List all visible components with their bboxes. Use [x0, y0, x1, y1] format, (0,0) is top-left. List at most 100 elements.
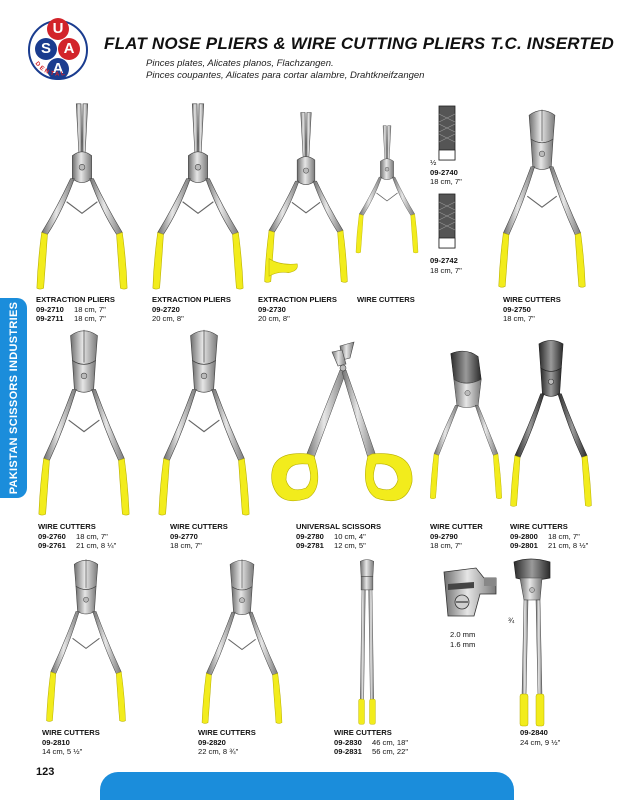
product-code: 09-2831	[334, 747, 362, 756]
product-name: UNIVERSAL SCISSORS	[296, 522, 382, 531]
scale-label: ½	[430, 158, 437, 167]
product-caption: WIRE CUTTERS	[357, 295, 415, 305]
scale-label: ¾	[508, 616, 515, 625]
product-row: 09-2710 18 cm, 7"	[36, 305, 115, 315]
product-caption: EXTRACTION PLIERS 09-2720 20 cm, 8"	[152, 295, 231, 324]
product-image-09-2730	[262, 102, 350, 292]
product-caption: 09-2840 24 cm, 9 ½"	[520, 728, 560, 747]
subtitle-line: Pinces coupantes, Alicates para cortar a…	[146, 69, 425, 81]
product-image-wire-cutters	[354, 104, 420, 274]
product-code: 09-2760	[38, 531, 66, 541]
product-code: 09-2761	[38, 541, 66, 550]
product-size: 22 cm, 8 ¾"	[198, 747, 239, 756]
product-caption: WIRE CUTTERS 09-2750 18 cm, 7"	[503, 295, 561, 324]
product-code: 09-2781	[296, 541, 324, 550]
logo-letter: A	[58, 38, 80, 60]
product-code: 09-2750	[503, 304, 531, 314]
product-code: 09-2820	[198, 737, 226, 747]
dimension-caption: 2.0 mm 1.6 mm	[450, 630, 475, 649]
product-name: WIRE CUTTERS	[170, 522, 228, 531]
product-name: WIRE CUTTERS	[357, 295, 415, 304]
side-tab: PAKISTAN SCISSORS INDUSTRIES	[0, 298, 27, 498]
product-size: 18 cm, 7"	[74, 304, 106, 314]
logo-ring-text: DENTAL	[34, 61, 68, 78]
product-size: 18 cm, 7"	[430, 541, 462, 550]
product-size: 24 cm, 9 ½"	[520, 737, 561, 747]
side-tab-label: PAKISTAN SCISSORS INDUSTRIES	[7, 301, 20, 495]
logo-letter: S	[35, 38, 57, 60]
product-code: 09-2801	[510, 541, 538, 550]
product-image-09-2830	[348, 558, 386, 726]
product-caption: WIRE CUTTERS 09-2830 46 cm, 18" 09-2831 56…	[334, 728, 408, 757]
product-name: EXTRACTION PLIERS	[258, 295, 337, 304]
product-code: 09-2800	[510, 531, 538, 541]
page-subtitle: Pinces plates, Alicates planos, Flachzan…	[146, 58, 424, 81]
product-code: 09-2730	[258, 304, 286, 314]
svg-text:DENTAL: DENTAL	[34, 61, 68, 78]
scale-caption: ¾	[508, 616, 514, 626]
product-size: 10 cm, 4"	[334, 531, 366, 541]
product-size: 18 cm, 7"	[548, 531, 580, 541]
product-code: 09-2740	[430, 167, 458, 177]
product-code: 09-2840	[520, 728, 548, 737]
product-size: 18 cm, 7"	[430, 177, 462, 186]
product-caption: WIRE CUTTERS 09-2770 18 cm, 7"	[170, 522, 228, 551]
product-image-09-2800	[508, 328, 594, 518]
product-code: 09-2711	[36, 314, 64, 323]
usa-dental-logo: U S A A DENTAL	[22, 14, 94, 86]
product-size: 12 cm, 5"	[334, 541, 366, 550]
product-image-09-2780	[268, 338, 418, 514]
product-size: 18 cm, 7"	[503, 314, 535, 323]
product-image-09-2790	[428, 332, 504, 518]
product-size: 46 cm, 18"	[372, 737, 409, 747]
product-image-09-2742	[436, 192, 458, 250]
page-title: FLAT NOSE PLIERS & WIRE CUTTING PLIERS T…	[104, 34, 615, 53]
product-row: 09-2761 21 cm, 8 ¼"	[38, 541, 116, 551]
product-code: 09-2742	[430, 256, 458, 265]
product-image-09-2760	[36, 326, 132, 518]
product-row: 09-2711 18 cm, 7"	[36, 314, 115, 324]
product-row: 09-2800 18 cm, 7"	[510, 532, 588, 542]
product-size: 20 cm, 8"	[258, 314, 290, 323]
product-size: 18 cm, 7"	[430, 265, 462, 275]
page-number: 123	[36, 766, 55, 778]
product-image-09-2810	[36, 556, 136, 724]
product-image-09-2740	[436, 104, 458, 162]
product-size: 20 cm, 8"	[152, 314, 184, 323]
product-code: 09-2770	[170, 531, 198, 541]
product-size: 18 cm, 7"	[76, 531, 108, 541]
product-name: WIRE CUTTERS	[42, 728, 100, 737]
logo-letter: A	[47, 58, 69, 80]
product-code: 09-2710	[36, 304, 64, 314]
product-name: WIRE CUTTERS	[38, 522, 96, 531]
product-name: WIRE CUTTERS	[334, 728, 392, 737]
logo-letter: U	[47, 18, 69, 40]
product-image-09-2820	[196, 556, 288, 726]
product-caption: ½ 09-2740 18 cm, 7"	[430, 158, 462, 187]
product-caption: WIRE CUTTERS 09-2760 18 cm, 7" 09-2761 21 …	[38, 522, 116, 551]
product-size: 21 cm, 8 ¼"	[76, 541, 117, 550]
product-code: 09-2720	[152, 304, 180, 314]
product-image-09-2840	[510, 556, 554, 728]
product-image-09-2770	[156, 326, 252, 518]
product-row: 09-2760 18 cm, 7"	[38, 532, 116, 542]
subtitle-line: Pinces plates, Alicates planos, Flachzan…	[146, 58, 334, 69]
product-image-09-2710	[34, 100, 130, 292]
product-size: 18 cm, 7"	[170, 541, 202, 550]
product-image-09-2720	[150, 100, 246, 292]
dimension-label: 2.0 mm	[450, 630, 476, 639]
product-row: 09-2830 46 cm, 18"	[334, 738, 408, 748]
product-code: 09-2830	[334, 737, 362, 747]
product-row: 09-2781 12 cm, 5"	[296, 541, 381, 551]
product-caption: WIRE CUTTER 09-2790 18 cm, 7"	[430, 522, 483, 551]
product-size: 18 cm, 7"	[74, 314, 106, 323]
product-caption: WIRE CUTTERS 09-2820 22 cm, 8 ¾"	[198, 728, 256, 757]
footer-bar	[100, 772, 514, 800]
product-caption: EXTRACTION PLIERS 09-2730 20 cm, 8"	[258, 295, 337, 324]
product-size: 56 cm, 22"	[372, 747, 409, 756]
